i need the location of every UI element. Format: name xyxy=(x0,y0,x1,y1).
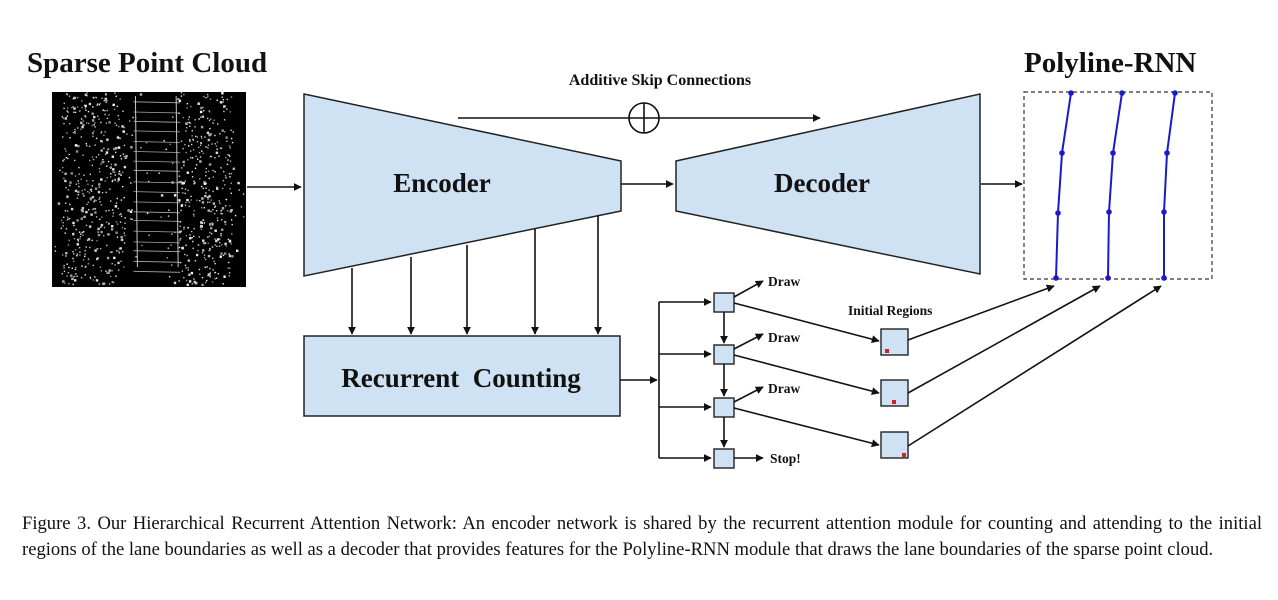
attention-cell xyxy=(713,397,735,418)
input-title: Sparse Point Cloud xyxy=(27,47,267,79)
region-to-polyline-arrows xyxy=(907,284,1162,447)
recurrent-counting-block xyxy=(303,335,621,417)
lane-polyline xyxy=(1163,92,1176,278)
skip-connections-label: Additive Skip Connections xyxy=(569,72,751,89)
initial-region xyxy=(880,431,909,459)
plus-circle-icon xyxy=(628,102,660,134)
attention-cells xyxy=(713,292,735,469)
attention-cell xyxy=(713,448,735,469)
output-title: Polyline-RNN xyxy=(1024,47,1196,79)
counting-fanout xyxy=(620,298,712,462)
draw-label: Draw xyxy=(768,274,800,289)
figure-caption: Figure 3. Our Hierarchical Recurrent Att… xyxy=(22,513,1262,560)
decoder-label: Decoder xyxy=(774,168,870,198)
attention-cell xyxy=(713,344,735,365)
encoder-block xyxy=(303,93,622,277)
initial-region xyxy=(880,328,909,356)
initial-region xyxy=(880,379,909,407)
lane-polyline xyxy=(1055,92,1072,279)
polyline-output xyxy=(1023,90,1213,281)
stop-label: Stop! xyxy=(770,451,801,466)
point-cloud-image xyxy=(52,92,246,287)
decoder-block xyxy=(675,93,981,275)
draw-label: Draw xyxy=(768,381,800,396)
draw-label: Draw xyxy=(768,330,800,345)
recurrent-counting-label: Recurrent Counting xyxy=(341,363,581,393)
initial-regions-label: Initial Regions xyxy=(848,303,932,318)
lane-polyline xyxy=(1107,92,1123,279)
cell-chain-arrows xyxy=(720,280,764,462)
encoder-to-counting-arrows xyxy=(348,215,602,335)
encoder-label: Encoder xyxy=(393,168,491,198)
attention-cell xyxy=(713,292,735,313)
cell-to-region-arrows xyxy=(733,302,880,448)
